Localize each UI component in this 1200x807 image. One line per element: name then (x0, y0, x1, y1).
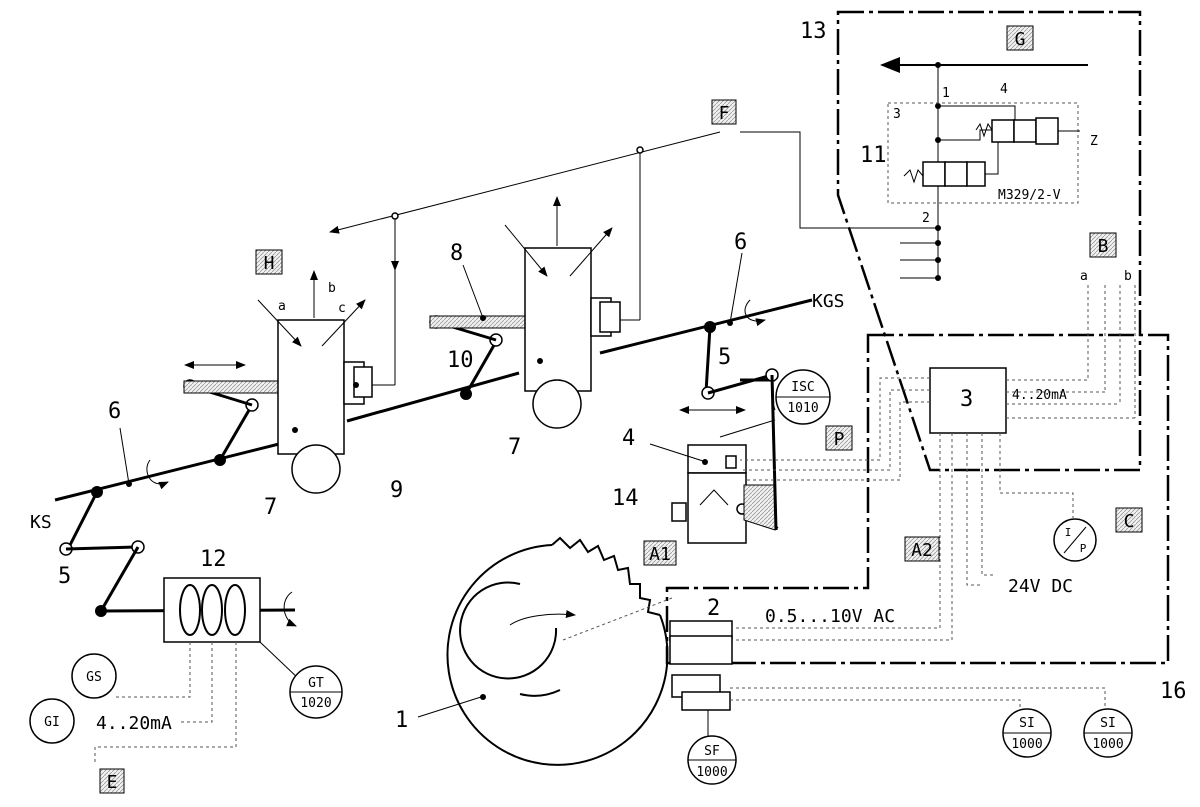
label-supply-dc: 24V DC (1008, 576, 1073, 597)
svg-text:A1: A1 (649, 544, 671, 565)
svg-text:1000: 1000 (1011, 737, 1042, 752)
label-box-a2: A2 (904, 536, 940, 562)
instrument-gi: GI (29, 698, 75, 744)
ref-5-right: 5 (718, 345, 731, 370)
label-b-b: b (1124, 269, 1132, 284)
label-port-2: 2 (922, 211, 930, 226)
injection-pump-left (257, 270, 373, 494)
label-box-f: F (711, 99, 737, 125)
svg-text:I: I (1065, 526, 1072, 539)
ref-9: 9 (390, 478, 403, 503)
label-current-left: 4..20mA (96, 713, 172, 734)
label-box-p: P (825, 425, 853, 451)
instrument-isc-1010: ISC 1010 (775, 369, 831, 425)
actuator-a1 (649, 378, 779, 544)
rotation-arrow-gear (509, 610, 576, 626)
ref-7-b: 7 (508, 435, 521, 460)
label-box-c: C (1115, 507, 1143, 533)
gear-wheel (417, 536, 673, 766)
svg-text:SI: SI (1100, 716, 1116, 731)
signal-wires (94, 399, 1106, 765)
ref-8: 8 (450, 241, 463, 266)
ref-1: 1 (395, 708, 408, 733)
svg-text:C: C (1124, 511, 1135, 532)
label-kgs: KGS (812, 291, 845, 312)
label-small-b: b (328, 281, 336, 296)
instrument-sf-1000: SF 1000 (687, 735, 737, 785)
label-valve-model: M329/2-V (998, 188, 1061, 203)
ref-6-right: 6 (734, 230, 747, 255)
ref-16: 16 (1160, 679, 1187, 704)
svg-text:1010: 1010 (787, 401, 818, 416)
svg-text:SI: SI (1019, 716, 1035, 731)
svg-text:1000: 1000 (696, 765, 727, 780)
svg-text:1020: 1020 (300, 696, 331, 711)
label-port-1: 1 (942, 86, 950, 101)
svg-text:F: F (719, 103, 730, 124)
label-box-e: E (99, 768, 125, 794)
svg-text:G: G (1015, 29, 1026, 50)
svg-text:B: B (1098, 236, 1109, 257)
svg-text:GT: GT (308, 676, 324, 691)
svg-text:H: H (264, 253, 275, 274)
linkage-middle (346, 264, 527, 423)
converter-ip: I P (1053, 518, 1097, 562)
ref-2: 2 (707, 596, 720, 621)
svg-text:E: E (107, 772, 118, 793)
label-small-a: a (278, 299, 286, 314)
label-ks: KS (30, 512, 52, 533)
label-b-a: a (1080, 269, 1088, 284)
svg-text:P: P (1080, 542, 1087, 555)
ref-14: 14 (612, 486, 639, 511)
svg-text:ISC: ISC (791, 380, 814, 395)
label-current-right: 4..20mA (1012, 388, 1067, 403)
valve-block-11 (880, 57, 1088, 281)
svg-text:A2: A2 (911, 540, 933, 561)
ref-13: 13 (800, 19, 827, 44)
label-box-g: G (1006, 25, 1034, 51)
speed-sensor-2 (669, 620, 733, 665)
ref-6-left: 6 (108, 399, 121, 424)
ref-12: 12 (200, 547, 227, 572)
svg-text:1000: 1000 (1092, 737, 1123, 752)
ref-7-a: 7 (264, 495, 277, 520)
gearbox-12 (163, 577, 297, 643)
svg-text:GI: GI (44, 715, 60, 730)
instrument-gs: GS (71, 653, 117, 699)
ref-11: 11 (860, 143, 887, 168)
ref-3: 3 (960, 387, 973, 412)
controller-3 (732, 285, 1136, 641)
label-box-a1: A1 (643, 540, 677, 566)
ref-5-left: 5 (58, 564, 71, 589)
svg-text:P: P (834, 429, 845, 450)
label-voltage-ac: 0.5...10V AC (765, 606, 895, 627)
label-box-b: B (1089, 232, 1117, 258)
label-small-c: c (338, 301, 346, 316)
instrument-si-1000-b: SI 1000 (1083, 708, 1133, 758)
ref-10: 10 (447, 348, 474, 373)
svg-text:SF: SF (704, 744, 720, 759)
speed-sensor-sf (671, 674, 731, 711)
injection-pump-right (504, 196, 621, 429)
label-port-4: 4 (1000, 82, 1008, 97)
label-valve-z: Z (1090, 134, 1098, 149)
boundary-13 (836, 10, 1142, 472)
label-box-h: H (255, 249, 283, 275)
ref-4: 4 (622, 426, 635, 451)
label-port-3: 3 (893, 107, 901, 122)
instrument-gt-1020: GT 1020 (289, 665, 343, 719)
instrument-si-1000-a: SI 1000 (1002, 708, 1052, 758)
air-lines-f (329, 131, 938, 386)
svg-text:GS: GS (86, 670, 102, 685)
